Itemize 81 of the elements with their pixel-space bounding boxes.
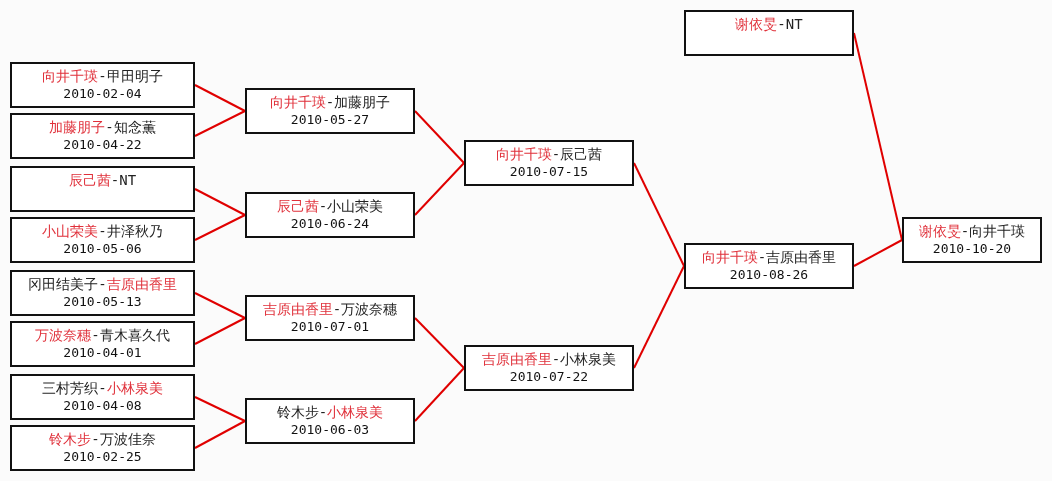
match-box xyxy=(10,270,195,316)
bracket-line xyxy=(414,317,465,369)
match-box xyxy=(684,10,854,56)
match-box xyxy=(245,398,415,444)
player-name: 加藤朋子 xyxy=(49,119,106,135)
match-box xyxy=(245,88,415,134)
bracket-line xyxy=(194,396,246,422)
match-box xyxy=(10,113,195,159)
player-name: 向井千瑛 xyxy=(42,68,99,84)
player-name: 吉原由香里 xyxy=(481,351,552,367)
player-name: 吉原由香里 xyxy=(262,301,333,317)
bracket-line xyxy=(194,292,246,319)
match-box xyxy=(10,62,195,108)
bracket-line xyxy=(853,239,903,267)
match-box xyxy=(245,295,415,341)
match-box xyxy=(464,140,634,186)
player-name: 辰己茜 xyxy=(276,198,319,214)
match-date: 2010-02-25 xyxy=(63,449,142,464)
match-date: 2010-04-01 xyxy=(63,345,142,360)
player-name: 万波奈穗 xyxy=(35,327,92,343)
player-name: 小林泉美 xyxy=(106,380,163,396)
match-date: 2010-06-03 xyxy=(290,422,370,437)
match-date: 2010-07-15 xyxy=(509,164,589,179)
bracket-line xyxy=(194,84,246,112)
bracket-line xyxy=(414,162,465,216)
player-name: 吉原由香里 xyxy=(106,276,177,292)
bracket-line xyxy=(414,367,465,422)
match-date: 2010-05-06 xyxy=(63,241,142,256)
player-name: -向井千瑛 xyxy=(960,223,1026,239)
match-date: 2010-04-22 xyxy=(63,137,142,152)
player-name: -小林泉美 xyxy=(551,351,617,367)
player-name: 小山荣美 xyxy=(42,223,99,239)
bracket-line xyxy=(414,110,465,164)
match-box xyxy=(10,166,195,212)
bracket-line xyxy=(194,317,246,345)
match-box xyxy=(10,374,195,420)
bracket-line xyxy=(194,420,246,449)
bracket-line xyxy=(633,265,685,369)
player-name: 谢依旻 xyxy=(735,16,778,32)
player-name: 三村芳织- xyxy=(42,380,107,396)
player-name: 向井千瑛 xyxy=(701,249,758,265)
match-box xyxy=(464,345,634,391)
player-name: -青木喜久代 xyxy=(91,327,170,343)
player-name: -知念薫 xyxy=(105,119,156,135)
match-box xyxy=(10,217,195,263)
player-name: -吉原由香里 xyxy=(757,249,837,265)
player-name: 向井千瑛 xyxy=(269,94,326,110)
match-date: 2010-02-04 xyxy=(63,86,142,101)
player-name: 谢依旻 xyxy=(918,223,961,239)
player-name: -小山荣美 xyxy=(318,198,384,214)
player-name: -辰己茜 xyxy=(551,146,603,162)
player-name: -甲田明子 xyxy=(98,68,163,84)
bracket-line xyxy=(194,188,246,216)
match-box xyxy=(684,243,854,289)
player-name: 铃木步- xyxy=(276,404,328,420)
player-name: 小林泉美 xyxy=(327,404,384,420)
player-name: -万波奈穗 xyxy=(332,301,398,317)
match-box xyxy=(10,321,195,367)
match-date: 2010-07-01 xyxy=(290,319,370,334)
match-date: 2010-10-20 xyxy=(932,241,1012,256)
player-name: -NT xyxy=(110,172,137,188)
match-date: 2010-05-27 xyxy=(290,112,370,127)
match-date: 2010-07-22 xyxy=(509,369,589,384)
player-name: 辰己茜 xyxy=(68,172,111,188)
player-name: -万波佳奈 xyxy=(91,431,156,447)
match-date: 2010-06-24 xyxy=(290,216,370,231)
player-name: -NT xyxy=(777,16,803,32)
match-date: 2010-08-26 xyxy=(729,267,809,282)
bracket-line xyxy=(633,162,685,267)
match-date: 2010-05-13 xyxy=(63,294,142,309)
player-name: 冈田结美子- xyxy=(28,276,107,292)
match-box xyxy=(902,217,1042,263)
player-name: 向井千瑛 xyxy=(495,146,552,162)
player-name: -加藤朋子 xyxy=(325,94,391,110)
bracket-line xyxy=(194,110,246,137)
player-name: 铃木步 xyxy=(49,431,92,447)
match-box xyxy=(10,425,195,471)
match-box xyxy=(245,192,415,238)
player-name: -井泽秋乃 xyxy=(98,223,163,239)
match-date: 2010-04-08 xyxy=(63,398,142,413)
bracket-line xyxy=(194,214,246,241)
